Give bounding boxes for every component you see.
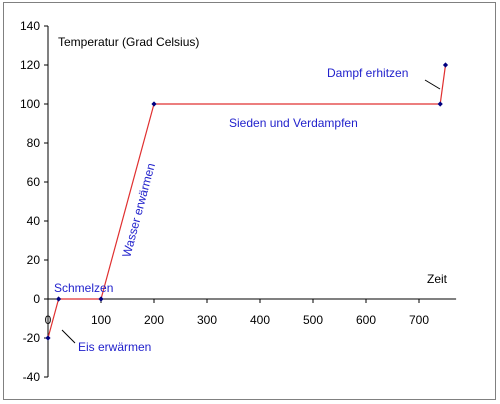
x-axis-title: Zeit [427,272,448,286]
annotation-dampf-erhitzen: Dampf erhitzen [327,66,408,80]
y-tick-label: 20 [27,253,41,267]
data-point [98,296,104,302]
data-point [151,101,157,107]
x-tick-label: 0 [45,313,52,327]
ticks: -40 -20 0 20 40 60 80 100 120 140 0 100 200 300 400 500… [20,19,429,384]
x-tick-label: 300 [197,313,217,327]
data-point [45,335,51,341]
annotation-leader-dampf [424,79,441,90]
y-tick-label: 40 [27,214,41,228]
y-tick-label: -40 [23,370,41,384]
annotation-sieden-verdampfen: Sieden und Verdampfen [229,116,358,130]
y-tick-label: 80 [27,136,41,150]
x-tick-label: 100 [91,313,111,327]
series [45,62,449,341]
y-tick-label: 0 [33,292,40,306]
y-tick-label: 100 [20,97,40,111]
y-tick-label: 60 [27,175,41,189]
x-tick-label: 400 [250,313,270,327]
axes [47,26,457,377]
y-tick-label: 120 [20,58,40,72]
y-axis-title: Temperatur (Grad Celsius) [58,35,199,49]
annotation-eis-erwaermen: Eis erwärmen [78,340,151,354]
data-point [56,296,62,302]
labels: Temperatur (Grad Celsius) Zeit Eis erwär… [54,35,448,354]
y-tick-label: -20 [23,331,41,345]
series-line [47,64,447,339]
annotation-leader-eis [61,329,76,344]
x-tick-label: 600 [356,313,376,327]
chart-frame [3,2,496,400]
x-tick-label: 700 [409,313,429,327]
data-point [437,101,443,107]
data-point [442,62,449,68]
x-tick-label: 200 [144,313,164,327]
annotation-schmelzen: Schmelzen [54,281,113,295]
y-tick-label: 140 [20,19,40,33]
x-tick-label: 500 [303,313,323,327]
